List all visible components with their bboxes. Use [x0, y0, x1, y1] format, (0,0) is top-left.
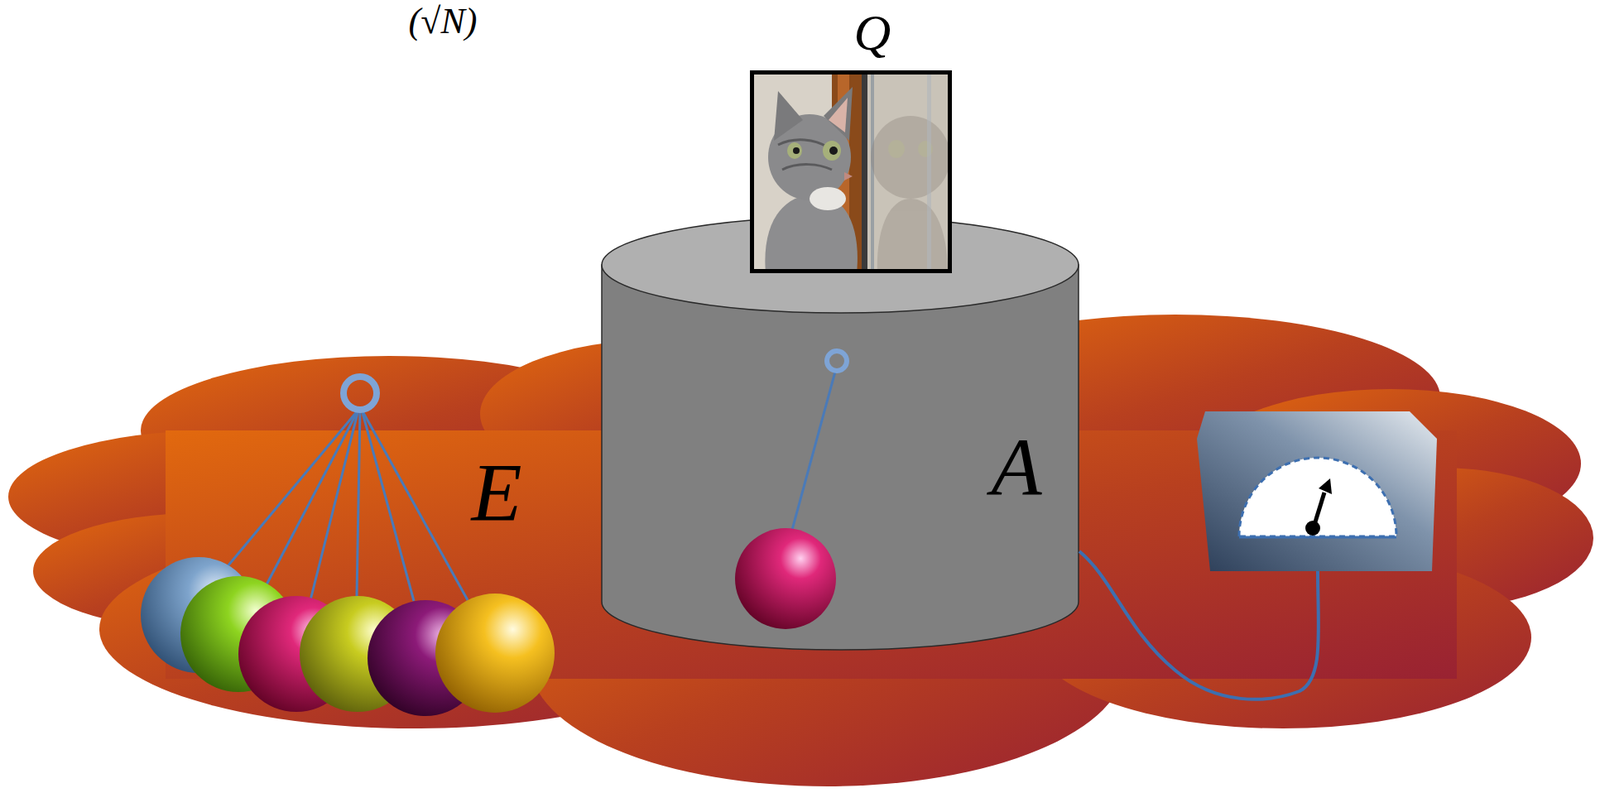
node-label: Q	[854, 6, 892, 58]
environment-cloud: EA	[9, 316, 1597, 791]
node-label: A	[990, 426, 1042, 510]
apparatus-pendulum	[735, 350, 847, 630]
node-label: E	[470, 451, 522, 534]
apparatus-cylinder: A	[601, 216, 1079, 650]
meter	[1196, 411, 1437, 572]
formula-fragment: (√N)	[408, 3, 478, 40]
cat-photo	[749, 70, 952, 274]
environment-pendulums	[140, 376, 555, 716]
apparatus-cylinder	[601, 216, 1079, 650]
meter-wire	[1079, 551, 1319, 700]
photo-box: Q	[749, 70, 952, 274]
